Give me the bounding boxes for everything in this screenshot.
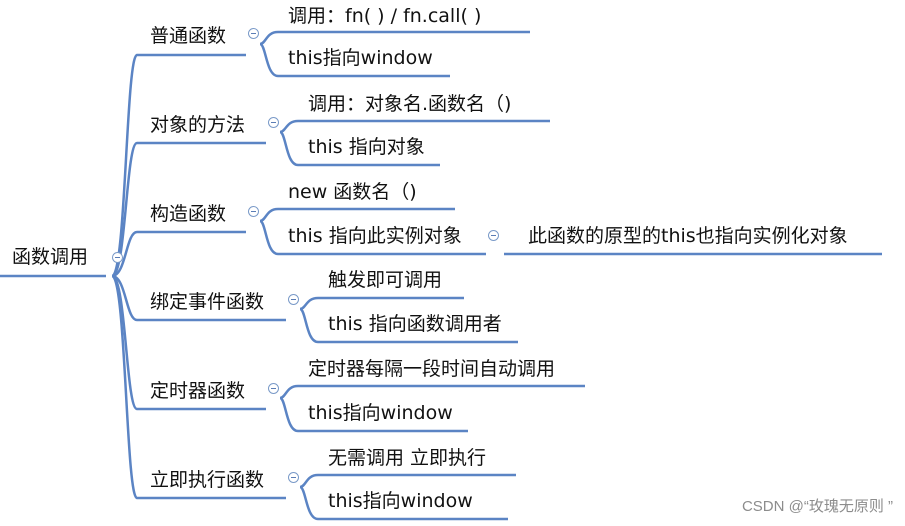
leaf-node-iife-this[interactable]: this指向window — [328, 490, 473, 512]
branch-node-object-method[interactable]: 对象的方法 — [150, 114, 246, 136]
branch-node-iife[interactable]: 立即执行函数 — [150, 469, 265, 491]
leaf-node-method-this[interactable]: this 指向对象 — [308, 136, 425, 158]
collapse-toggle-root[interactable] — [112, 252, 123, 263]
collapse-toggle-constructor[interactable] — [248, 206, 259, 217]
leaf-node-iife-no-call[interactable]: 无需调用 立即执行 — [328, 447, 487, 469]
leaf-node-event-trigger[interactable]: 触发即可调用 — [328, 269, 443, 291]
leaf-node-timer-auto[interactable]: 定时器每隔一段时间自动调用 — [308, 358, 556, 380]
collapse-toggle-timer[interactable] — [268, 383, 279, 394]
branch-node-timer[interactable]: 定时器函数 — [150, 380, 246, 402]
branch-node-normal-function[interactable]: 普通函数 — [150, 25, 227, 47]
branch-node-constructor[interactable]: 构造函数 — [150, 203, 227, 225]
watermark-text: CSDN @“玫瑰无原则 ” — [741, 498, 893, 515]
collapse-toggle-constructor-this[interactable] — [488, 230, 499, 241]
leaf-node-constructor-new[interactable]: new 函数名（) — [288, 181, 417, 203]
root-node[interactable]: 函数调用 — [12, 246, 89, 268]
leaf-node-method-call[interactable]: 调用：对象名.函数名（) — [308, 93, 512, 115]
leaf-node-event-this[interactable]: this 指向函数调用者 — [328, 313, 502, 335]
leaf-node-normal-call[interactable]: 调用：fn( ) / fn.call( ) — [288, 5, 482, 27]
leaf-node-prototype-note[interactable]: 此函数的原型的this也指向实例化对象 — [528, 225, 848, 247]
leaf-node-normal-this[interactable]: this指向window — [288, 47, 433, 69]
collapse-toggle-normal-function[interactable] — [248, 28, 259, 39]
collapse-toggle-event-handler[interactable] — [288, 294, 299, 305]
collapse-toggle-object-method[interactable] — [268, 117, 279, 128]
leaf-node-constructor-this[interactable]: this 指向此实例对象 — [288, 225, 462, 247]
branch-node-event-handler[interactable]: 绑定事件函数 — [150, 291, 265, 313]
leaf-node-timer-this[interactable]: this指向window — [308, 402, 453, 424]
collapse-toggle-iife[interactable] — [288, 472, 299, 483]
